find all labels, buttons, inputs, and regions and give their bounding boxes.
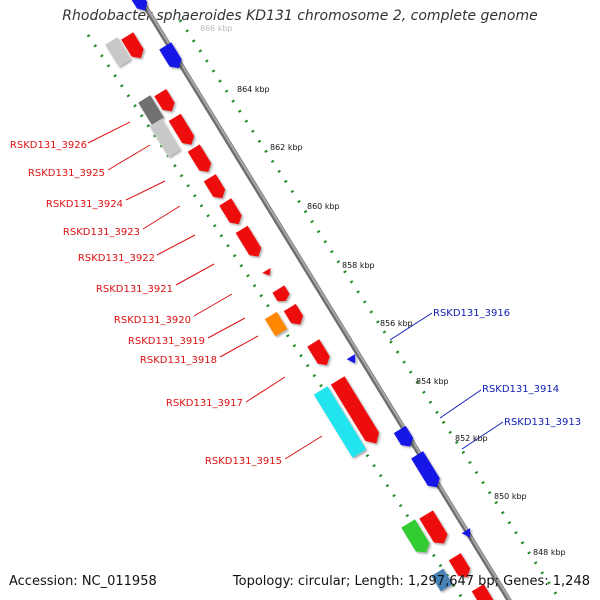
gene-label: RSKD131_3924 [46, 199, 123, 210]
leader-line [87, 121, 131, 144]
leader-line [389, 312, 433, 341]
gene-label: RSKD131_3914 [482, 384, 559, 395]
gene-arrow [272, 285, 290, 302]
scale-label: 856 kbp [380, 319, 413, 328]
scale-label: 850 kbp [494, 492, 527, 501]
leader-line [107, 144, 151, 171]
gene-arrow [262, 267, 271, 276]
gene-box [105, 37, 131, 67]
gene-arrow [168, 113, 195, 145]
gene-arrow [307, 339, 330, 366]
gene-label: RSKD131_3916 [433, 308, 510, 319]
gene-box [313, 386, 367, 458]
gene-label: RSKD131_3921 [96, 284, 173, 295]
leader-line [439, 389, 482, 419]
gene-labels-left: RSKD131_3926 RSKD131_3925 RSKD131_3924 R… [10, 140, 282, 467]
gene-arrow [187, 144, 212, 172]
gene-arrow [330, 376, 379, 444]
gene-arrow [154, 88, 175, 112]
gene-label: RSKD131_3923 [63, 227, 140, 238]
gene-box [138, 95, 164, 125]
summary-text: Topology: circular; Length: 1,297,647 bp… [232, 574, 590, 589]
gene-arrow [219, 198, 242, 225]
leader-line [461, 421, 504, 450]
leader-line [219, 335, 259, 358]
gene-arrow [283, 303, 304, 325]
scale-label: 860 kbp [307, 202, 340, 211]
gene-label: RSKD131_3915 [205, 456, 282, 467]
leader-line [156, 234, 196, 256]
gene-arrow [419, 510, 448, 544]
leader-line [284, 435, 323, 460]
gene-box [149, 118, 181, 158]
leader-line [125, 180, 166, 201]
scale-label: 858 kbp [342, 261, 375, 270]
gene-label: RSKD131_3920 [114, 315, 191, 326]
scale-label: 866 kbp [200, 24, 233, 33]
scale-labels: 866 kbp 864 kbp 862 kbp 860 kbp 858 kbp … [200, 24, 566, 557]
gene-arrow [448, 553, 471, 578]
accession-text: Accession: NC_011958 [9, 574, 157, 589]
gene-arrow [346, 353, 356, 364]
gene-arrow [129, 0, 148, 11]
scale-label: 848 kbp [533, 548, 566, 557]
gene-label: RSKD131_3918 [140, 355, 217, 366]
gene-labels-right: RSKD131_3916 RSKD131_3914 RSKD131_3913 [433, 308, 581, 428]
leader-line [193, 293, 233, 317]
gene-label: RSKD131_3926 [10, 140, 87, 151]
gene-box [264, 311, 288, 337]
gene-arrow [461, 527, 471, 538]
gene-label: RSKD131_3925 [28, 168, 105, 179]
gene-arrow [203, 174, 226, 199]
scale-label: 862 kbp [270, 143, 303, 152]
gene-arrow [393, 425, 414, 447]
scale-label: 854 kbp [416, 377, 449, 386]
leader-line [175, 263, 215, 286]
leader-line [245, 376, 286, 403]
gene-arrow [471, 584, 494, 600]
gene-label: RSKD131_3919 [128, 336, 205, 347]
gene-label: RSKD131_3917 [166, 398, 243, 409]
gene-arrow [121, 32, 144, 59]
leader-line [207, 317, 246, 339]
scale-label: 864 kbp [237, 85, 270, 94]
left-leader-lines [87, 121, 323, 460]
gene-label: RSKD131_3913 [504, 417, 581, 428]
genome-backbone-highlight [140, 0, 512, 600]
right-leader-lines [389, 312, 504, 450]
gene-glyphs [105, 0, 494, 600]
leader-line [142, 205, 181, 230]
gene-arrow [411, 451, 440, 488]
gene-label: RSKD131_3922 [78, 253, 155, 264]
gene-box [431, 568, 453, 592]
gene-arrow [401, 519, 430, 553]
scale-label: 852 kbp [455, 434, 488, 443]
scale-track-right [178, 19, 562, 600]
gene-arrow [235, 225, 262, 257]
gene-arrow [159, 42, 182, 69]
